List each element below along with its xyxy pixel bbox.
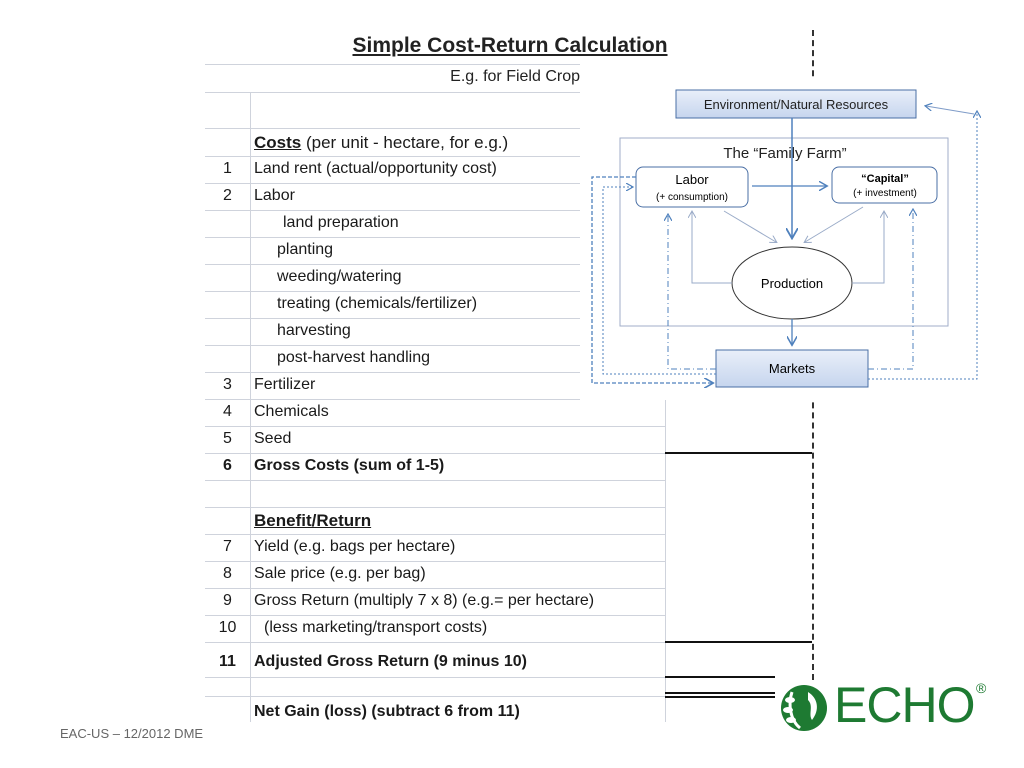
grid-line (250, 92, 251, 722)
grid-line (205, 92, 580, 93)
labor-label: Labor (675, 172, 709, 187)
grid-line (205, 399, 665, 400)
row-number: 11 (219, 653, 236, 670)
row-number: 3 (223, 376, 232, 393)
grid-line (205, 291, 665, 292)
costs-note: (per unit - hectare, for e.g.) (301, 133, 509, 152)
markets-label: Markets (769, 361, 816, 376)
grid-line (205, 64, 580, 65)
row-label: Fertilizer (254, 376, 316, 393)
grid-line (205, 183, 665, 184)
page-subtitle: E.g. for Field Crop (450, 68, 580, 85)
grid-line (205, 642, 665, 643)
markets-box (715, 349, 869, 388)
row-number: 9 (223, 592, 232, 609)
row-label: Sale price (e.g. per bag) (254, 565, 426, 582)
environment-label: Environment/Natural Resources (704, 97, 889, 112)
row-number: 5 (223, 430, 232, 447)
environment-box (675, 89, 917, 119)
net-gain-label: Net Gain (loss) (subtract 6 from 11) (254, 703, 520, 720)
row-number: 10 (218, 619, 237, 636)
grid-line (205, 615, 665, 616)
grid-line (205, 318, 665, 319)
grid-line (205, 561, 665, 562)
grid-line (205, 426, 665, 427)
costs-heading: Costs (254, 133, 302, 152)
row-label: Chemicals (254, 403, 329, 420)
row-label: planting (277, 241, 334, 258)
grid-line (205, 677, 665, 678)
grid-line (205, 507, 665, 508)
grid-line (205, 480, 665, 481)
capital-label: “Capital” (861, 173, 909, 185)
grid-line (205, 128, 665, 129)
capital-sublabel: (+ investment) (853, 188, 917, 199)
row-label: land preparation (283, 214, 399, 231)
row-number: 1 (223, 160, 232, 177)
grid-line (205, 534, 665, 535)
echo-logo: ECHO ® (778, 677, 998, 740)
row-label: (less marketing/transport costs) (264, 619, 488, 636)
grid-line (205, 696, 665, 697)
total-line (665, 676, 775, 678)
row-number: 6 (223, 457, 232, 474)
family-farm-box (619, 137, 949, 327)
family-farm-diagram: The “Family Farm” Environment/Natural Re… (580, 80, 1000, 400)
row-number: 2 (223, 187, 232, 204)
row-number: 8 (223, 565, 232, 582)
row-label: Gross Costs (sum of 1-5) (254, 457, 445, 474)
grid-line (205, 372, 665, 373)
row-label: Yield (e.g. bags per hectare) (254, 538, 456, 555)
row-number: 7 (223, 538, 232, 555)
grid-line (205, 156, 665, 157)
grid-line (665, 380, 666, 722)
row-label: post-harvest handling (277, 349, 430, 366)
grid-line (205, 588, 665, 589)
row-label: weeding/watering (277, 268, 402, 285)
grid-line (205, 237, 665, 238)
page-title: Simple Cost-Return Calculation (352, 34, 668, 57)
production-label: Production (761, 276, 823, 291)
subtotal-line (665, 641, 812, 643)
double-underline (665, 692, 775, 694)
family-farm-label: The “Family Farm” (723, 145, 846, 162)
row-number: 4 (223, 403, 232, 420)
grid-line (205, 345, 665, 346)
row-label: Seed (254, 430, 292, 447)
globe-leaf-icon (781, 685, 827, 731)
grid-line (205, 453, 665, 454)
double-underline (665, 696, 775, 698)
row-label: Gross Return (multiply 7 x 8) (e.g.= per… (254, 592, 595, 609)
row-label: Labor (254, 187, 295, 204)
capital-box (831, 166, 938, 204)
registered-mark: ® (976, 680, 987, 696)
grid-line (205, 264, 665, 265)
row-label: Land rent (actual/opportunity cost) (254, 160, 497, 177)
logo-text: ECHO (834, 677, 975, 733)
row-label: treating (chemicals/fertilizer) (277, 295, 478, 312)
benefit-heading: Benefit/Return (254, 511, 372, 530)
row-label: Adjusted Gross Return (9 minus 10) (254, 653, 527, 670)
row-label: harvesting (277, 322, 351, 339)
subtotal-line (665, 452, 812, 454)
labor-box (635, 166, 749, 208)
grid-line (205, 210, 665, 211)
footer-credit: EAC-US – 12/2012 DME (60, 726, 204, 741)
labor-sublabel: (+ consumption) (656, 192, 728, 203)
